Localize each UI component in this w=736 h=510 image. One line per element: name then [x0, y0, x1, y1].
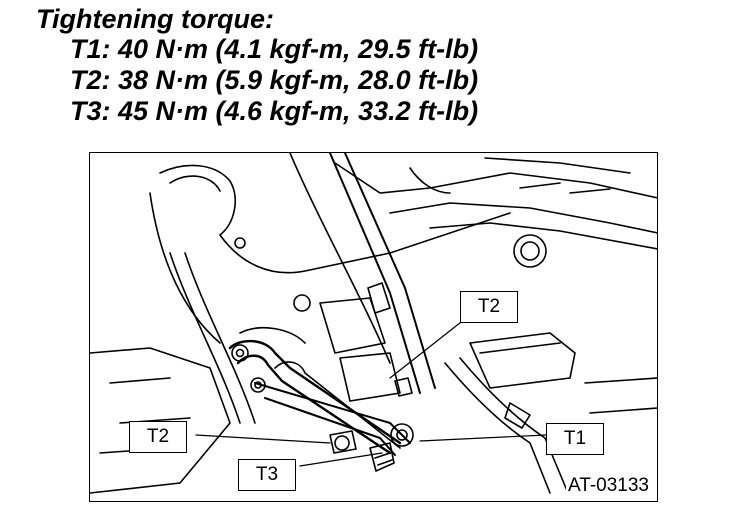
callout-t3: T3: [238, 459, 296, 491]
callout-t2-left: T2: [129, 421, 187, 453]
torque-spec: Tightening torque: T1: 40 N·m (4.1 kgf-m…: [36, 4, 478, 127]
torque-spec-t2: T2: 38 N·m (5.9 kgf-m, 28.0 ft-lb): [70, 65, 479, 95]
callout-t2-upper: T2: [460, 291, 518, 323]
torque-spec-t1: T1: 40 N·m (4.1 kgf-m, 29.5 ft-lb): [70, 34, 479, 64]
transmission-illustration: [90, 153, 657, 494]
callout-t1: T1: [546, 423, 604, 455]
torque-spec-title: Tightening torque:: [36, 4, 274, 34]
torque-spec-t3: T3: 45 N·m (4.6 kgf-m, 33.2 ft-lb): [70, 96, 479, 126]
figure-id-label: AT-03133: [566, 475, 651, 497]
pipe-installation-figure: T2 T2 T1 T3 AT-03133: [89, 152, 658, 502]
